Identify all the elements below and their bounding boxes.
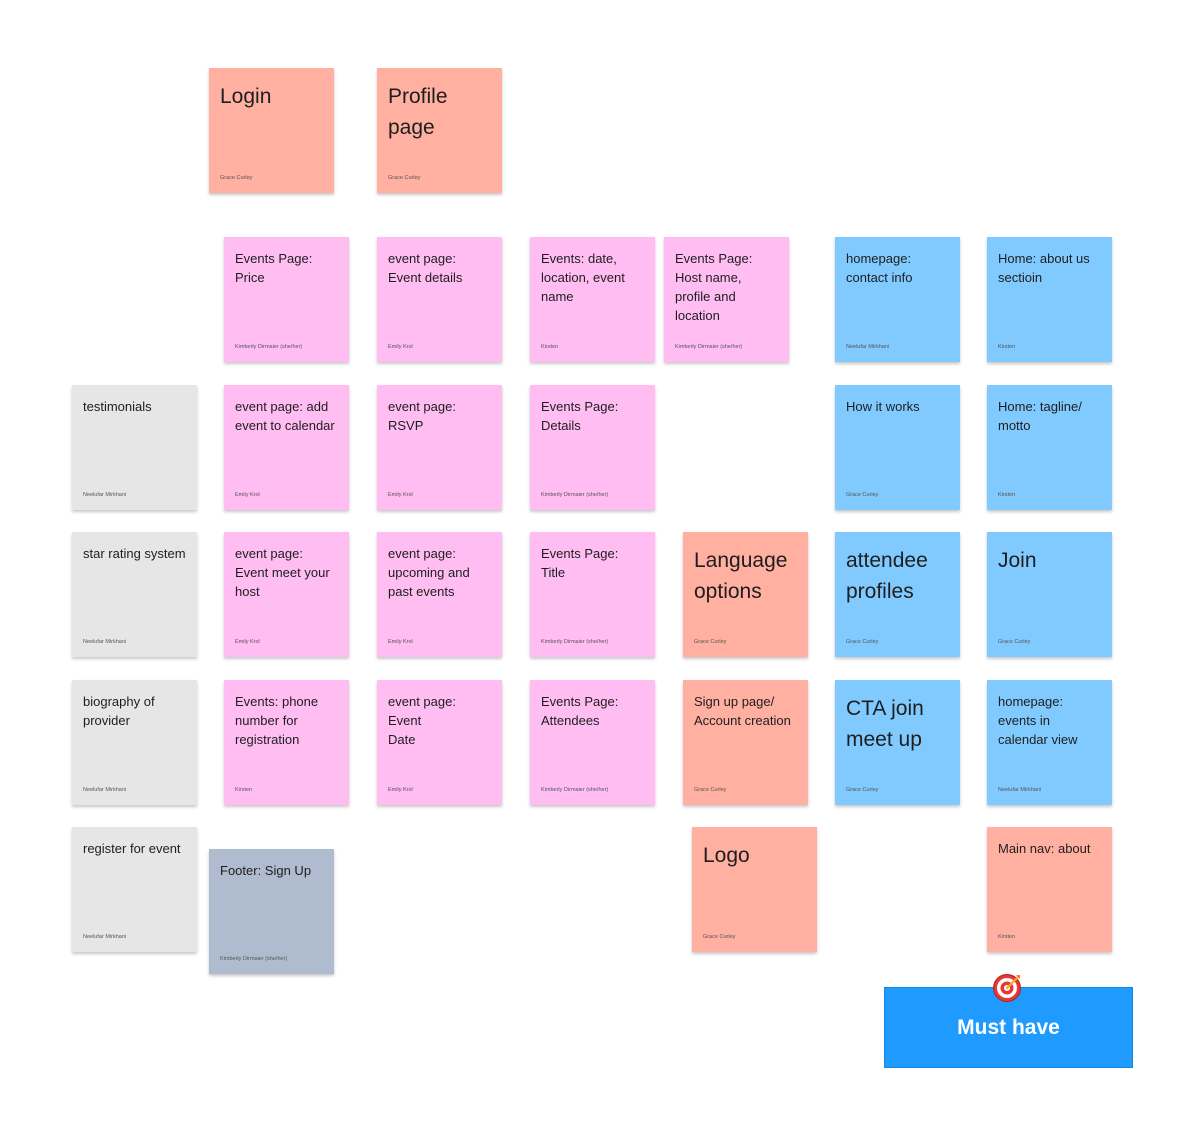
must-have-text: Must have: [957, 1015, 1060, 1039]
sticky-note-login[interactable]: Login Grace Curley: [209, 68, 334, 193]
sticky-note[interactable]: Events: phone number for registration Ki…: [224, 680, 349, 805]
note-text: Events Page: Details: [541, 399, 619, 433]
note-text: Language options: [694, 549, 788, 603]
sticky-note[interactable]: event page: upcoming and past events Emi…: [377, 532, 502, 657]
note-author: Grace Curley: [694, 787, 727, 793]
note-text: event page: upcoming and past events: [388, 546, 470, 599]
note-text: Events Page: Attendees: [541, 694, 619, 728]
note-text: Join: [998, 549, 1037, 572]
note-text: register for event: [83, 841, 181, 856]
note-text: Events: phone number for registration: [235, 694, 319, 747]
note-text: Home: tagline/ motto: [998, 399, 1082, 433]
note-text: Events Page: Price: [235, 251, 313, 285]
note-text: CTA join meet up: [846, 697, 924, 751]
note-text: Profile page: [388, 85, 448, 139]
note-author: Emily Krol: [388, 639, 413, 645]
sticky-note[interactable]: biography of provider Neelufar Mirkhani: [72, 680, 197, 805]
note-author: Neelufar Mirkhani: [83, 639, 127, 645]
sticky-note[interactable]: homepage: events in calendar view Neeluf…: [987, 680, 1112, 805]
sticky-note[interactable]: event page: Event details Emily Krol: [377, 237, 502, 362]
note-author: Neelufar Mirkhani: [83, 934, 127, 940]
sticky-note[interactable]: testimonials Neelufar Mirkhani: [72, 385, 197, 510]
note-text: event page: Event meet your host: [235, 546, 330, 599]
note-author: Kimberly Dirmaier (she/her): [235, 344, 303, 350]
note-author: Grace Curley: [220, 175, 253, 181]
sticky-note[interactable]: Home: about us sectioin Kirsten: [987, 237, 1112, 362]
note-author: Neelufar Mirkhani: [846, 344, 890, 350]
note-author: Neelufar Mirkhani: [998, 787, 1042, 793]
note-author: Emily Krol: [388, 344, 413, 350]
sticky-note[interactable]: event page: RSVP Emily Krol: [377, 385, 502, 510]
note-text: testimonials: [83, 399, 152, 414]
note-author: Kirsten: [998, 934, 1016, 940]
note-author: Grace Curley: [703, 934, 736, 940]
sticky-note[interactable]: homepage: contact info Neelufar Mirkhani: [835, 237, 960, 362]
sticky-note[interactable]: Home: tagline/ motto Kirsten: [987, 385, 1112, 510]
note-text: event page: RSVP: [388, 399, 456, 433]
note-text: event page: Event Date: [388, 694, 456, 747]
note-text: biography of provider: [83, 694, 155, 728]
note-author: Grace Curley: [846, 492, 879, 498]
sticky-note[interactable]: Main nav: about Kirsten: [987, 827, 1112, 952]
sticky-note[interactable]: event page: Event Date Emily Krol: [377, 680, 502, 805]
note-author: Emily Krol: [235, 492, 260, 498]
note-author: Kimberly Dirmaier (she/her): [541, 639, 609, 645]
note-text: Events Page: Host name, profile and loca…: [675, 251, 753, 323]
note-text: star rating system: [83, 546, 186, 561]
note-text: homepage: events in calendar view: [998, 694, 1078, 747]
sticky-note[interactable]: register for event Neelufar Mirkhani: [72, 827, 197, 952]
sticky-note[interactable]: star rating system Neelufar Mirkhani: [72, 532, 197, 657]
note-author: Grace Curley: [998, 639, 1031, 645]
note-text: Footer: Sign Up: [220, 863, 312, 878]
note-text: Sign up page/ Account creation: [694, 694, 791, 728]
sticky-note[interactable]: Events Page: Host name, profile and loca…: [664, 237, 789, 362]
sticky-note[interactable]: Sign up page/ Account creation Grace Cur…: [683, 680, 808, 805]
sticky-note[interactable]: Events Page: Title Kimberly Dirmaier (sh…: [530, 532, 655, 657]
note-author: Kirsten: [235, 787, 253, 793]
sticky-note[interactable]: Footer: Sign Up Kimberly Dirmaier (she/h…: [209, 849, 334, 974]
sticky-note[interactable]: CTA join meet up Grace Curley: [835, 680, 960, 805]
note-author: Grace Curley: [388, 175, 421, 181]
note-author: Kimberly Dirmaier (she/her): [541, 492, 609, 498]
note-author: Grace Curley: [846, 787, 879, 793]
note-author: Kirsten: [998, 344, 1016, 350]
sticky-note[interactable]: event page: add event to calendar Emily …: [224, 385, 349, 510]
sticky-note[interactable]: How it works Grace Curley: [835, 385, 960, 510]
note-text: Home: about us sectioin: [998, 251, 1090, 285]
sticky-note[interactable]: Language options Grace Curley: [683, 532, 808, 657]
note-text: Events Page: Title: [541, 546, 619, 580]
note-author: Emily Krol: [235, 639, 260, 645]
sticky-note[interactable]: Events: date, location, event name Kirst…: [530, 237, 655, 362]
note-text: event page: Event details: [388, 251, 463, 285]
note-author: Emily Krol: [388, 492, 413, 498]
sticky-note[interactable]: Events Page: Attendees Kimberly Dirmaier…: [530, 680, 655, 805]
note-author: Grace Curley: [694, 639, 727, 645]
note-text: homepage: contact info: [846, 251, 913, 285]
note-text: Logo: [703, 844, 750, 867]
sticky-note[interactable]: Logo Grace Curley: [692, 827, 817, 952]
note-author: Kimberly Dirmaier (she/her): [675, 344, 743, 350]
note-author: Neelufar Mirkhani: [83, 787, 127, 793]
note-text: Main nav: about: [998, 841, 1091, 856]
note-author: Kimberly Dirmaier (she/her): [220, 956, 288, 962]
note-author: Neelufar Mirkhani: [83, 492, 127, 498]
note-author: Grace Curley: [846, 639, 879, 645]
note-text: How it works: [846, 399, 920, 414]
note-author: Kirsten: [998, 492, 1016, 498]
sticky-note[interactable]: Events Page: Price Kimberly Dirmaier (sh…: [224, 237, 349, 362]
note-author: Kimberly Dirmaier (she/her): [541, 787, 609, 793]
note-text: Login: [220, 85, 272, 108]
target-icon: [993, 974, 1021, 1002]
sticky-note[interactable]: Join Grace Curley: [987, 532, 1112, 657]
note-text: attendee profiles: [846, 549, 928, 603]
sticky-note[interactable]: event page: Event meet your host Emily K…: [224, 532, 349, 657]
sticky-note[interactable]: Events Page: Details Kimberly Dirmaier (…: [530, 385, 655, 510]
note-author: Kirsten: [541, 344, 559, 350]
sticky-note-profile-page[interactable]: Profile page Grace Curley: [377, 68, 502, 193]
sticky-note[interactable]: attendee profiles Grace Curley: [835, 532, 960, 657]
note-text: Events: date, location, event name: [541, 251, 625, 304]
note-author: Emily Krol: [388, 787, 413, 793]
note-text: event page: add event to calendar: [235, 399, 335, 433]
